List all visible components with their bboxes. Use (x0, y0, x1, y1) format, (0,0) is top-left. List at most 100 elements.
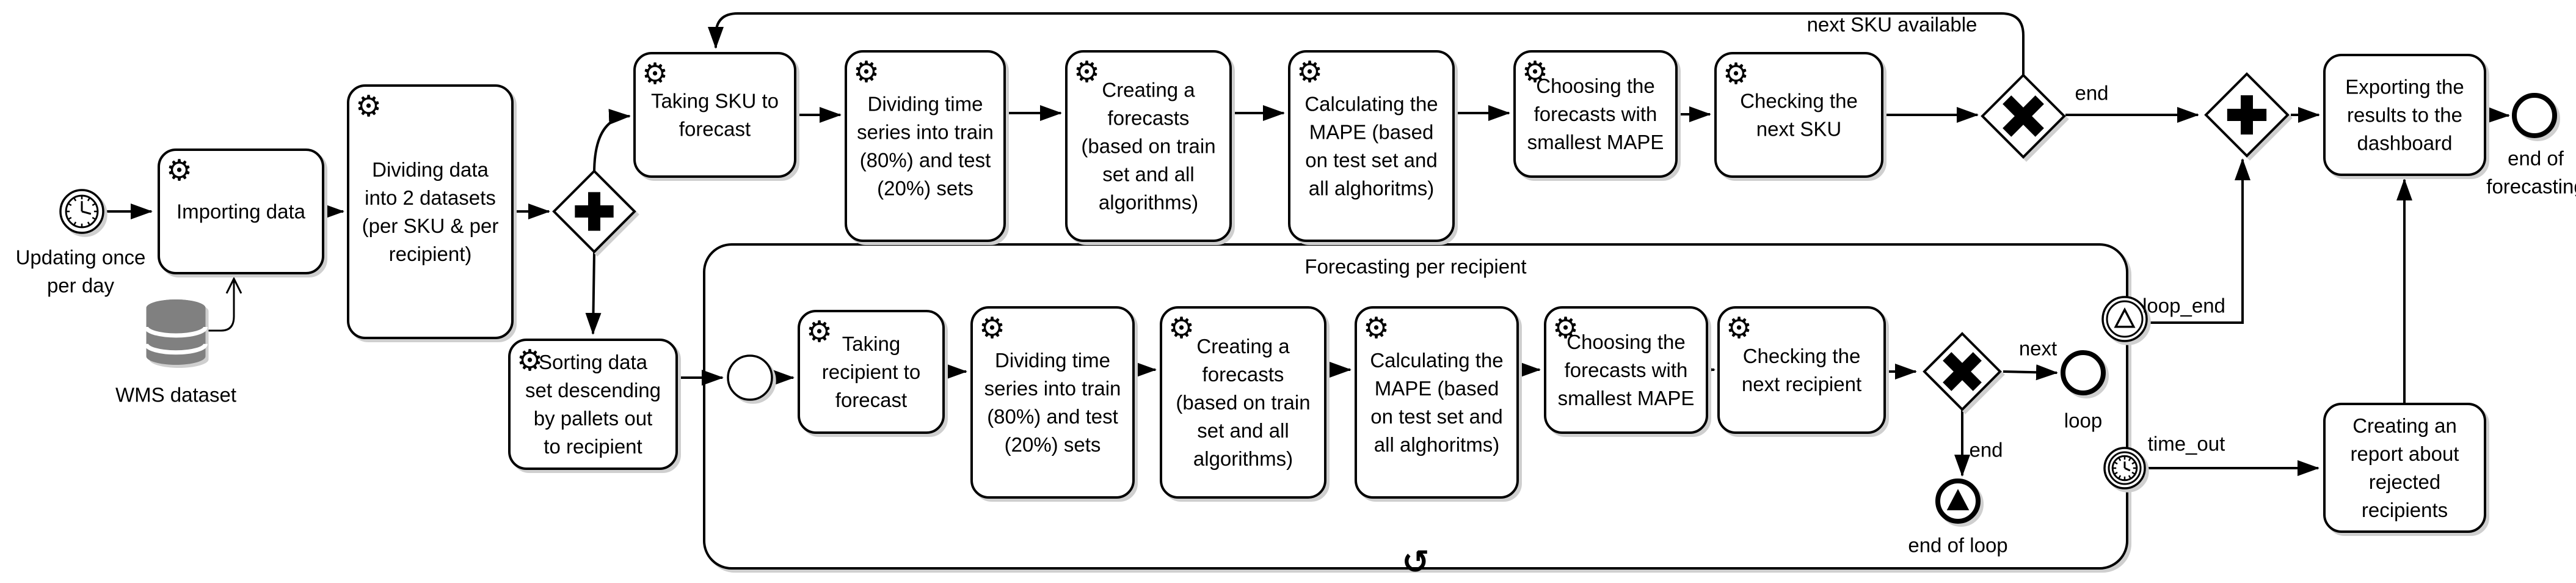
task-label: Choosing the (1536, 75, 1654, 97)
clock-hands (2123, 461, 2131, 472)
gateway-xor-sku (1981, 73, 2066, 159)
assoc-wms-importing (205, 276, 242, 332)
clock-tick (2131, 461, 2135, 465)
task-label: set and all (1102, 163, 1194, 186)
clock-tick (2128, 458, 2131, 461)
task-label: forecast (679, 118, 751, 141)
service-gear-icon: ⚙ (642, 57, 668, 91)
task-label: smallest MAPE (1527, 131, 1664, 153)
plus-icon (2227, 95, 2267, 135)
event-label: time_out (2148, 433, 2225, 455)
service-gear-icon: ⚙ (1363, 311, 1389, 345)
flow-split-sorting (585, 251, 602, 335)
task-label: report about (2351, 442, 2459, 465)
escalation-triangle-icon (2114, 307, 2136, 328)
task-label: Creating an (2352, 414, 2457, 437)
task-label: (based on train (1081, 135, 1215, 158)
database-separator (144, 343, 208, 355)
database-separator (144, 326, 208, 338)
clock-tick (87, 221, 90, 226)
event-label: loop (2064, 409, 2102, 432)
gateway-parallel-join (2204, 72, 2290, 158)
task-label: MAPE (based (1375, 377, 1499, 400)
clock-tick (2131, 471, 2135, 475)
datastore-wms-dataset: WMS dataset (115, 299, 236, 406)
task-label: recipient to (822, 361, 920, 383)
clock-tick (92, 203, 96, 207)
event-end-of-loop: end of loop (1908, 479, 2008, 557)
flow-xor-loop-label: next (2019, 337, 2057, 360)
task-label: (80%) and test (987, 405, 1118, 428)
sequence-flow-arrow (2484, 107, 2510, 123)
task-label: (20%) sets (1005, 433, 1101, 456)
escalation-triangle-icon (1946, 489, 1970, 511)
task-label: all alghoritms) (1374, 433, 1499, 456)
task-label: algorithms) (1193, 447, 1293, 470)
task-label: Dividing time (868, 93, 983, 116)
task-label: rejected (2369, 471, 2440, 493)
task-box (1160, 306, 1326, 499)
task-box (1288, 50, 1455, 242)
task-label: (20%) sets (877, 177, 973, 200)
service-gear-icon: ⚙ (1297, 55, 1323, 89)
task-box (970, 306, 1135, 499)
task-box (1714, 52, 1883, 178)
clock-tick (2114, 471, 2118, 475)
task-label: by pallets out (534, 407, 652, 430)
task-label: on test set and (1305, 149, 1437, 172)
gateway-parallel-split (552, 169, 636, 254)
task-label: next SKU (1756, 118, 1841, 141)
task-label: (per SKU & per (362, 215, 499, 237)
event-label: Updating once (16, 246, 146, 269)
event-loop-end-boundary: loop_end (2101, 295, 2225, 342)
task-box (508, 339, 678, 470)
clock-tick (73, 197, 77, 202)
flow-next-sku-loopback-label: next SKU available (1807, 13, 1977, 36)
flow-xor-loop: next (2003, 337, 2058, 381)
service-gear-icon: ⚙ (517, 343, 543, 378)
plus-icon (575, 192, 614, 231)
sequence-flow-arrow (2003, 364, 2058, 381)
database-top (146, 299, 206, 317)
sequence-flow-arrow (593, 109, 631, 174)
task-label: Taking (842, 332, 900, 355)
clock-hands (81, 201, 92, 215)
sequence-flow-arrow (585, 251, 602, 335)
task-label: Creating a (1196, 335, 1290, 358)
task-box (1513, 50, 1678, 178)
clock-tick (73, 221, 77, 226)
start-circle (727, 354, 773, 401)
task-box (798, 310, 945, 434)
task-label: Checking the (1743, 345, 1861, 367)
event-label: end of (2508, 147, 2564, 170)
x-icon (2003, 95, 2044, 137)
service-gear-icon: ⚙ (166, 153, 192, 188)
event-label: end of loop (1908, 534, 2007, 557)
task-label: Dividing data (372, 158, 489, 181)
clock-tick (92, 216, 96, 220)
clock-tick (2118, 458, 2122, 461)
task-label: forecasts with (1534, 103, 1657, 125)
task-box (1544, 306, 1708, 434)
flow-xor-join-label: end (2075, 82, 2108, 105)
association-arrow (205, 276, 242, 332)
inner-circle (2106, 300, 2144, 338)
task-label: into 2 datasets (365, 186, 496, 209)
sequence-flow-arrow (708, 12, 2025, 75)
task-label: Calculating the (1370, 349, 1503, 372)
task-label: set and all (1197, 419, 1289, 442)
task-box (2323, 54, 2486, 176)
task-label: next recipient (1742, 373, 1861, 395)
task-label: on test set and (1370, 405, 1502, 428)
task-label: Importing data (176, 200, 306, 223)
